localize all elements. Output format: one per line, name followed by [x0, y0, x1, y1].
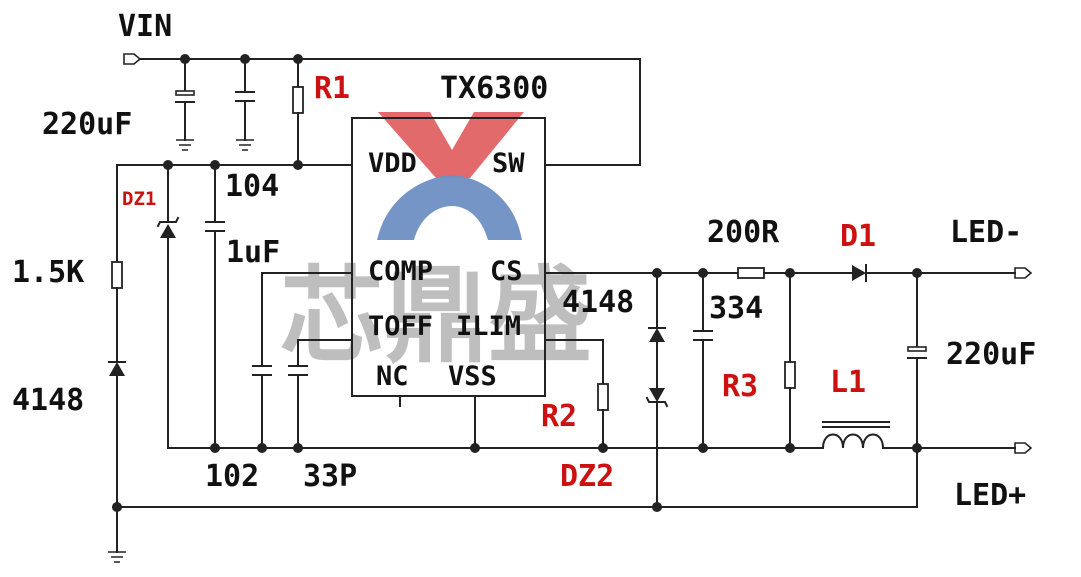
electrolytic-capacitor-icon: [907, 272, 927, 508]
resistor-icon: [111, 261, 123, 289]
c-comp-label: 102: [205, 459, 259, 494]
watermark-text: 芯鼎盛: [280, 255, 592, 377]
terminal-icon: [1014, 267, 1033, 279]
terminal-icon: [1014, 442, 1033, 454]
diode-icon: [648, 327, 666, 342]
c-in-bulk-label: 220uF: [42, 107, 132, 142]
ground-icon: [236, 139, 254, 151]
diode-icon: [852, 264, 867, 282]
resistor-icon: [784, 361, 796, 389]
electrolytic-capacitor-icon: [175, 58, 195, 141]
vin-terminal: [123, 53, 142, 65]
d1-label: D1: [840, 219, 876, 254]
ic-pin-toff: TOFF: [368, 311, 433, 342]
r-series-label: 1.5K: [12, 255, 84, 290]
diode-icon: [108, 361, 126, 376]
d-mid-label: 4148: [562, 285, 634, 320]
ic-pin-cs: CS: [490, 256, 523, 287]
led-minus-label: LED-: [950, 215, 1022, 250]
d-left-label: 4148: [12, 383, 84, 418]
capacitor-icon: [235, 58, 255, 141]
dz2-label: DZ2: [560, 459, 614, 494]
ic-pin-comp: COMP: [368, 256, 433, 287]
l1-label: L1: [830, 365, 866, 400]
r1-label: R1: [314, 71, 350, 106]
capacitor-icon: [205, 164, 225, 449]
c-in-small-label: 104: [225, 169, 279, 204]
ic-pin-vss: VSS: [448, 361, 497, 392]
ground-icon: [108, 551, 126, 563]
inductor-icon: [821, 421, 890, 450]
resistor-icon: [292, 58, 304, 166]
capacitor-icon: [693, 272, 713, 449]
ic-pin-nc: NC: [376, 361, 409, 392]
resistor-icon: [597, 383, 609, 411]
ic-pin-ilim: ILIM: [456, 311, 521, 342]
resistor-icon: [737, 267, 765, 279]
r2-label: R2: [541, 399, 577, 434]
capacitor-icon: [252, 365, 272, 376]
c-vdd-label: 1uF: [226, 235, 280, 270]
r3-label: R3: [722, 369, 758, 404]
dz1-label: DZ1: [122, 188, 156, 210]
vin-label: VIN: [118, 9, 172, 44]
c-toff-label: 33P: [303, 459, 357, 494]
ground-icon: [176, 139, 194, 151]
r-cs-label: 200R: [707, 215, 780, 250]
led-plus-label: LED+: [954, 478, 1026, 513]
ic-pin-sw: SW: [492, 148, 525, 179]
ic-body: [351, 117, 546, 397]
c-out-label: 220uF: [946, 337, 1036, 372]
c-cs-label: 334: [709, 291, 763, 326]
logo-icon: [377, 112, 524, 240]
ic-pin-vdd: VDD: [368, 148, 417, 179]
zener-diode-icon: [156, 216, 180, 238]
ic-part-label: TX6300: [440, 71, 548, 106]
